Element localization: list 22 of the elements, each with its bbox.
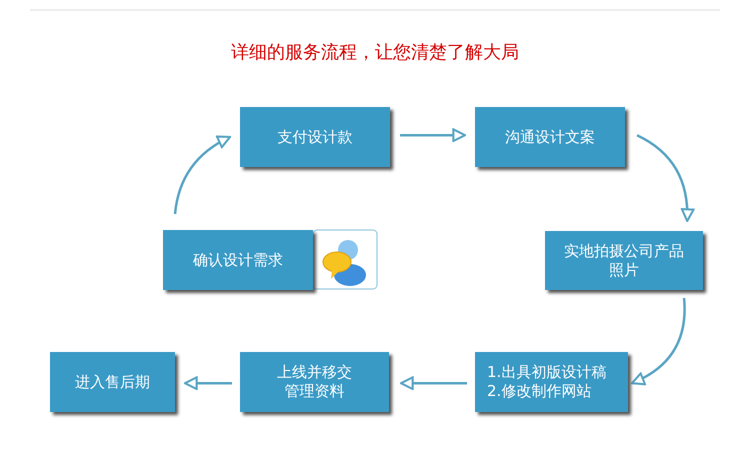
step-text: 确认设计需求 — [193, 250, 283, 270]
step-text: 沟通设计文案 — [505, 128, 595, 146]
process-box — [475, 107, 625, 167]
step-text: 上线并移交管理资料 — [276, 363, 353, 401]
title: 详细的服务流程，让您清楚了解大局 — [230, 41, 520, 64]
step-text: 1.出具初版设计稿 — [487, 363, 606, 382]
step-text: 支付设计款 — [278, 128, 352, 146]
process-box — [50, 352, 175, 412]
step-text: 进入售后期 — [75, 372, 150, 392]
step-text: 2.修改制作网站 — [487, 382, 592, 401]
process-box — [240, 107, 390, 167]
arrow — [630, 298, 686, 385]
arrow — [400, 128, 466, 142]
process-box — [240, 352, 389, 412]
process-box — [163, 230, 313, 290]
step-text: 实地拍摄公司产品照片 — [563, 242, 685, 280]
arrow — [636, 134, 694, 222]
arrow — [400, 376, 467, 390]
arrow — [184, 376, 232, 390]
arrow — [174, 136, 232, 214]
process-box — [475, 352, 628, 412]
process-box — [545, 231, 703, 290]
